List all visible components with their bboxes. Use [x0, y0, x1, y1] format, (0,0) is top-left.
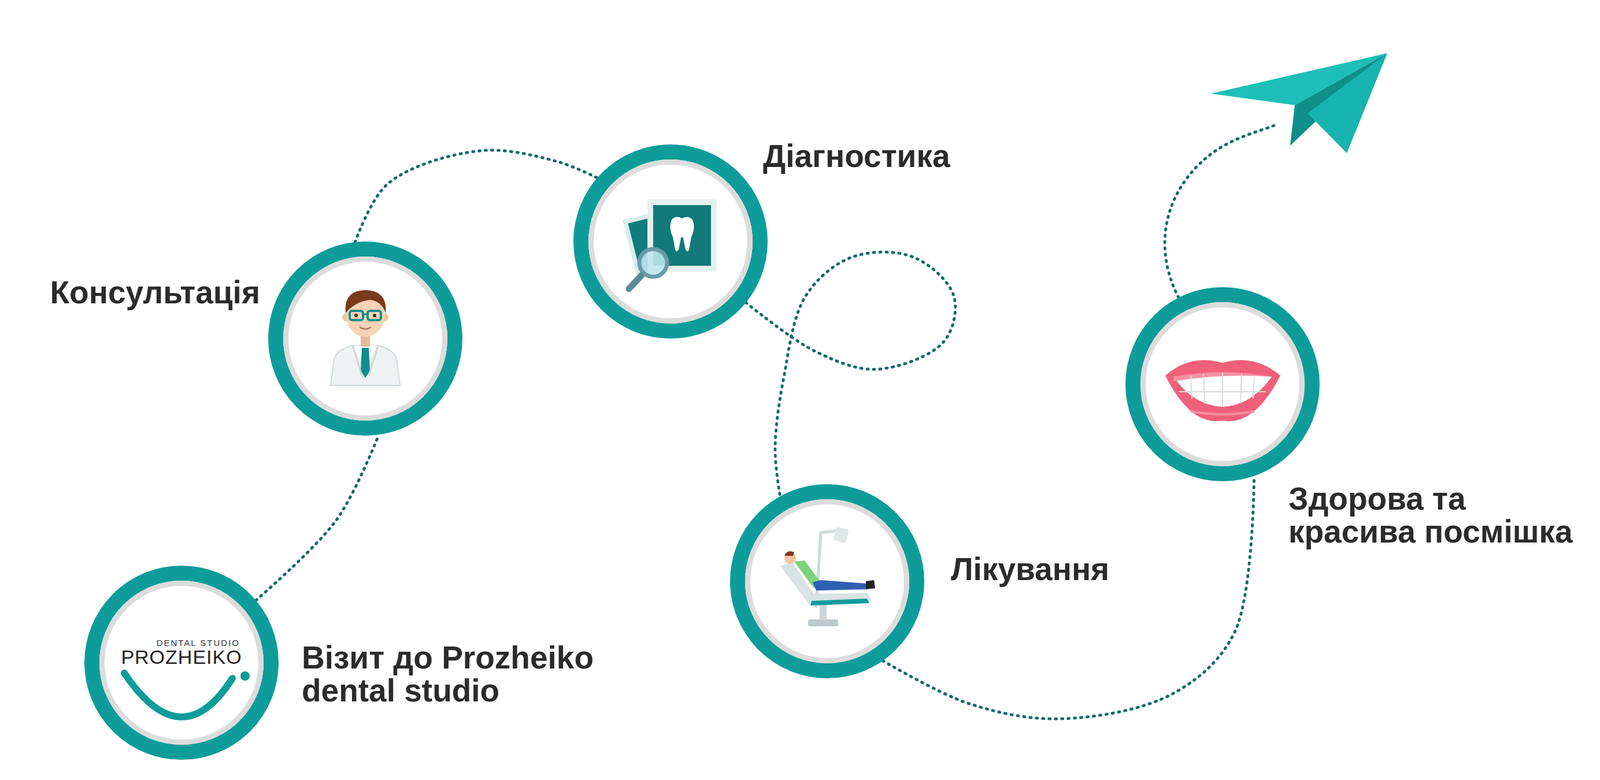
dotted-connector	[746, 252, 956, 497]
dotted-trail	[1164, 123, 1279, 298]
xray-icon	[622, 199, 717, 290]
circle-outline	[573, 144, 768, 339]
inner-ring	[747, 502, 907, 662]
step-circle: Здорова та красива посмішка	[1125, 287, 1320, 482]
step-label: Візит до Prozheiko dental studio	[301, 641, 620, 708]
step-label: Діагностика	[763, 139, 951, 173]
dental-chair-icon	[780, 527, 876, 627]
inner-ring	[1143, 305, 1303, 465]
logo-wordmark: PROZHEIKO	[84, 645, 279, 669]
circle-outline	[1125, 287, 1320, 482]
studio-circle: DENTAL STUDIOPROZHEIKOВізит до Prozheiko…	[84, 565, 279, 761]
step-label: Здорова та красива посмішка	[1288, 482, 1588, 549]
step-circle: Лікування	[730, 484, 925, 679]
ring	[275, 249, 455, 429]
circle-outline	[268, 241, 463, 436]
step-circle: Консультація	[268, 241, 463, 436]
ring	[580, 152, 761, 332]
logo-arc	[124, 673, 233, 718]
paper-plane	[1210, 53, 1388, 154]
ring	[737, 491, 917, 672]
step-label: Консультація	[50, 276, 261, 310]
dotted-connector	[354, 150, 598, 243]
logo-dot	[240, 671, 250, 681]
ring	[1132, 294, 1313, 474]
step-label: Лікування	[950, 553, 1110, 587]
doctor-icon	[330, 290, 400, 386]
dotted-connector	[256, 434, 380, 601]
dotted-connector	[882, 476, 1254, 720]
inner-ring	[591, 162, 751, 322]
step-circle: Діагностика	[573, 144, 768, 339]
inner-ring	[286, 259, 446, 419]
circle-outline	[730, 484, 925, 679]
smile-icon	[1165, 360, 1281, 422]
